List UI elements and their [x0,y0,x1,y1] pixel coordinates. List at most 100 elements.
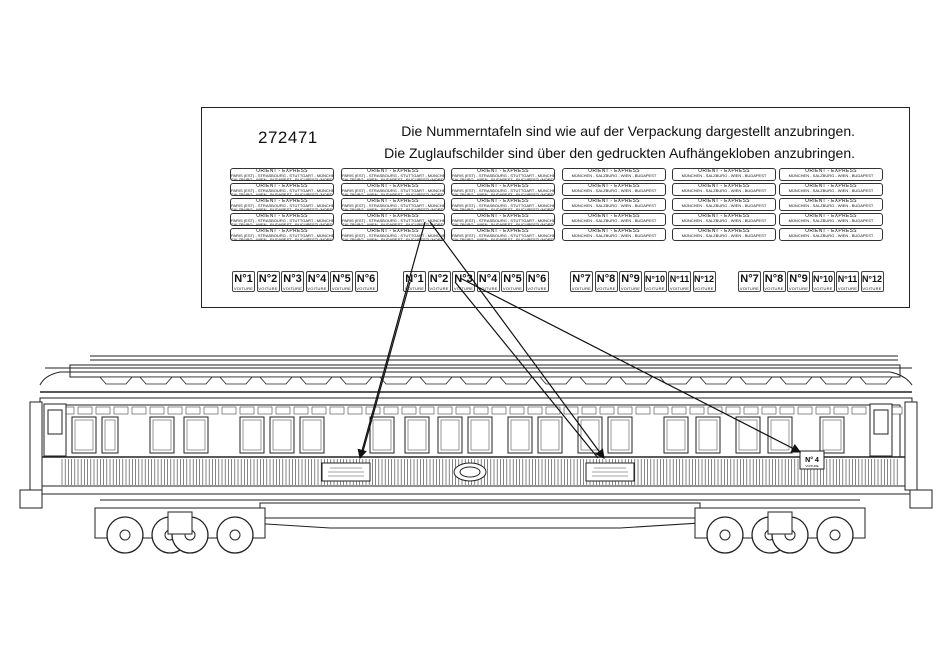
route-sign-header: ORIENT - EXPRESS [588,198,640,204]
route-sign-line: SALZBURG - WIEN - BUDAPEST - BUCURESTI (… [342,206,445,211]
roof-vent [699,376,733,385]
route-sign-line: PARIS (EST) - STRASBOURG - STUTTGART - M… [452,203,555,208]
route-sign-line: MÜNCHEN - SALZBURG - WIEN - BUDAPEST [788,218,874,223]
route-sign-line: MÜNCHEN - SALZBURG - WIEN - BUDAPEST [571,233,657,238]
window [663,416,689,454]
transom-window [689,406,705,415]
window [735,416,761,454]
roof-vent [539,376,573,385]
window [437,416,463,454]
window [239,416,265,454]
transom-window [437,406,453,415]
roof-vent [99,376,133,385]
roof-vent [579,376,613,385]
route-sign-header: ORIENT - EXPRESS [256,168,308,174]
route-sign-line: MÜNCHEN - SALZBURG - WIEN - BUDAPEST [681,173,767,178]
route-sign-line: SALZBURG - WIEN - BUDAPEST - BUCURESTI (… [452,191,555,196]
route-sign-line: MÜNCHEN - SALZBURG - WIEN - BUDAPEST [788,188,874,193]
number-plate-voiture: VOITURE [258,286,278,291]
route-sign-header: ORIENT - EXPRESS [805,183,857,189]
transom-window [653,406,669,415]
transom-window [257,406,273,415]
route-sign-header: ORIENT - EXPRESS [367,213,419,219]
transom-window [401,406,417,415]
wheel-hub [719,529,731,541]
route-sign-line: MÜNCHEN - SALZBURG - WIEN - BUDAPEST [571,218,657,223]
transom-window [311,406,327,415]
roof-vents [99,376,893,385]
transom-window [797,406,813,415]
route-sign-line: MÜNCHEN - SALZBURG - WIEN - BUDAPEST [571,203,657,208]
route-sign-line: MÜNCHEN - SALZBURG - WIEN - BUDAPEST [788,233,874,238]
window [269,416,295,454]
transom-window [707,406,723,415]
window-frame [242,419,262,451]
number-plate-number: N°1 [234,273,253,285]
number-plate-voiture: VOITURE [331,286,352,291]
transom-window [527,406,543,415]
route-sign-header: ORIENT - EXPRESS [588,213,640,219]
route-sign-header: ORIENT - EXPRESS [477,183,529,189]
roof-vent [139,376,173,385]
number-plate-number: N°10 [812,274,834,284]
car-route-sign-left [321,462,371,482]
transom-window [671,406,687,415]
window [467,416,493,454]
route-sign-line: PARIS (EST) - STRASBOURG - STUTTGART - M… [231,173,334,178]
transom-window [419,406,435,415]
route-sign-line: PARIS (EST) - STRASBOURG - STUTTGART - M… [342,203,445,208]
window [183,416,209,454]
route-sign-header: ORIENT - EXPRESS [367,183,419,189]
transom-window [743,406,759,415]
route-sign-header: ORIENT - EXPRESS [477,213,529,219]
route-sign-line: PARIS (EST) - STRASBOURG - STUTTGART - M… [452,188,555,193]
route-sign-header: ORIENT - EXPRESS [805,168,857,174]
route-sign-line: SALZBURG - WIEN - BUDAPEST - BUCURESTI (… [342,176,445,181]
route-sign-header: ORIENT - EXPRESS [367,198,419,204]
bogies [94,507,866,554]
end-doors [29,401,918,491]
route-sign-header: ORIENT - EXPRESS [256,198,308,204]
route-sign-line: SALZBURG - WIEN - BUDAPEST - BUCURESTI (… [231,206,334,211]
wheel-hub [829,529,841,541]
roof-vent [179,376,213,385]
transom-window [275,406,291,415]
window [695,416,721,454]
number-plate-voiture: VOITURE [837,286,858,291]
route-sign-header: ORIENT - EXPRESS [805,198,857,204]
route-sign-line: MÜNCHEN - SALZBURG - WIEN - BUDAPEST [681,188,767,193]
transom-window [131,406,147,415]
window [507,416,533,454]
route-sign-line: PARIS (EST) - STRASBOURG - STUTTGART - M… [231,188,334,193]
roof-vent [779,376,813,385]
number-plate-voiture: VOITURE [307,286,327,291]
route-sign-line: MÜNCHEN - SALZBURG - WIEN - BUDAPEST [788,203,874,208]
route-sign-header: ORIENT - EXPRESS [256,228,308,234]
route-sign-line: PARIS (EST) - STRASBOURG - STUTTGART - M… [342,173,445,178]
window [369,416,395,454]
wheel-hub [119,529,131,541]
transom-window [149,406,165,415]
window [404,416,430,454]
route-sign-header: ORIENT - EXPRESS [698,213,750,219]
route-sign-line: SALZBURG - WIEN - BUDAPEST - BUCURESTI (… [342,191,445,196]
transom-window [851,406,867,415]
route-sign-line: SALZBURG - WIEN - BUDAPEST - BUCURESTI (… [231,191,334,196]
route-sign-line: SALZBURG - WIEN - BUDAPEST - BUCURESTI (… [231,176,334,181]
car-windows [59,406,903,454]
